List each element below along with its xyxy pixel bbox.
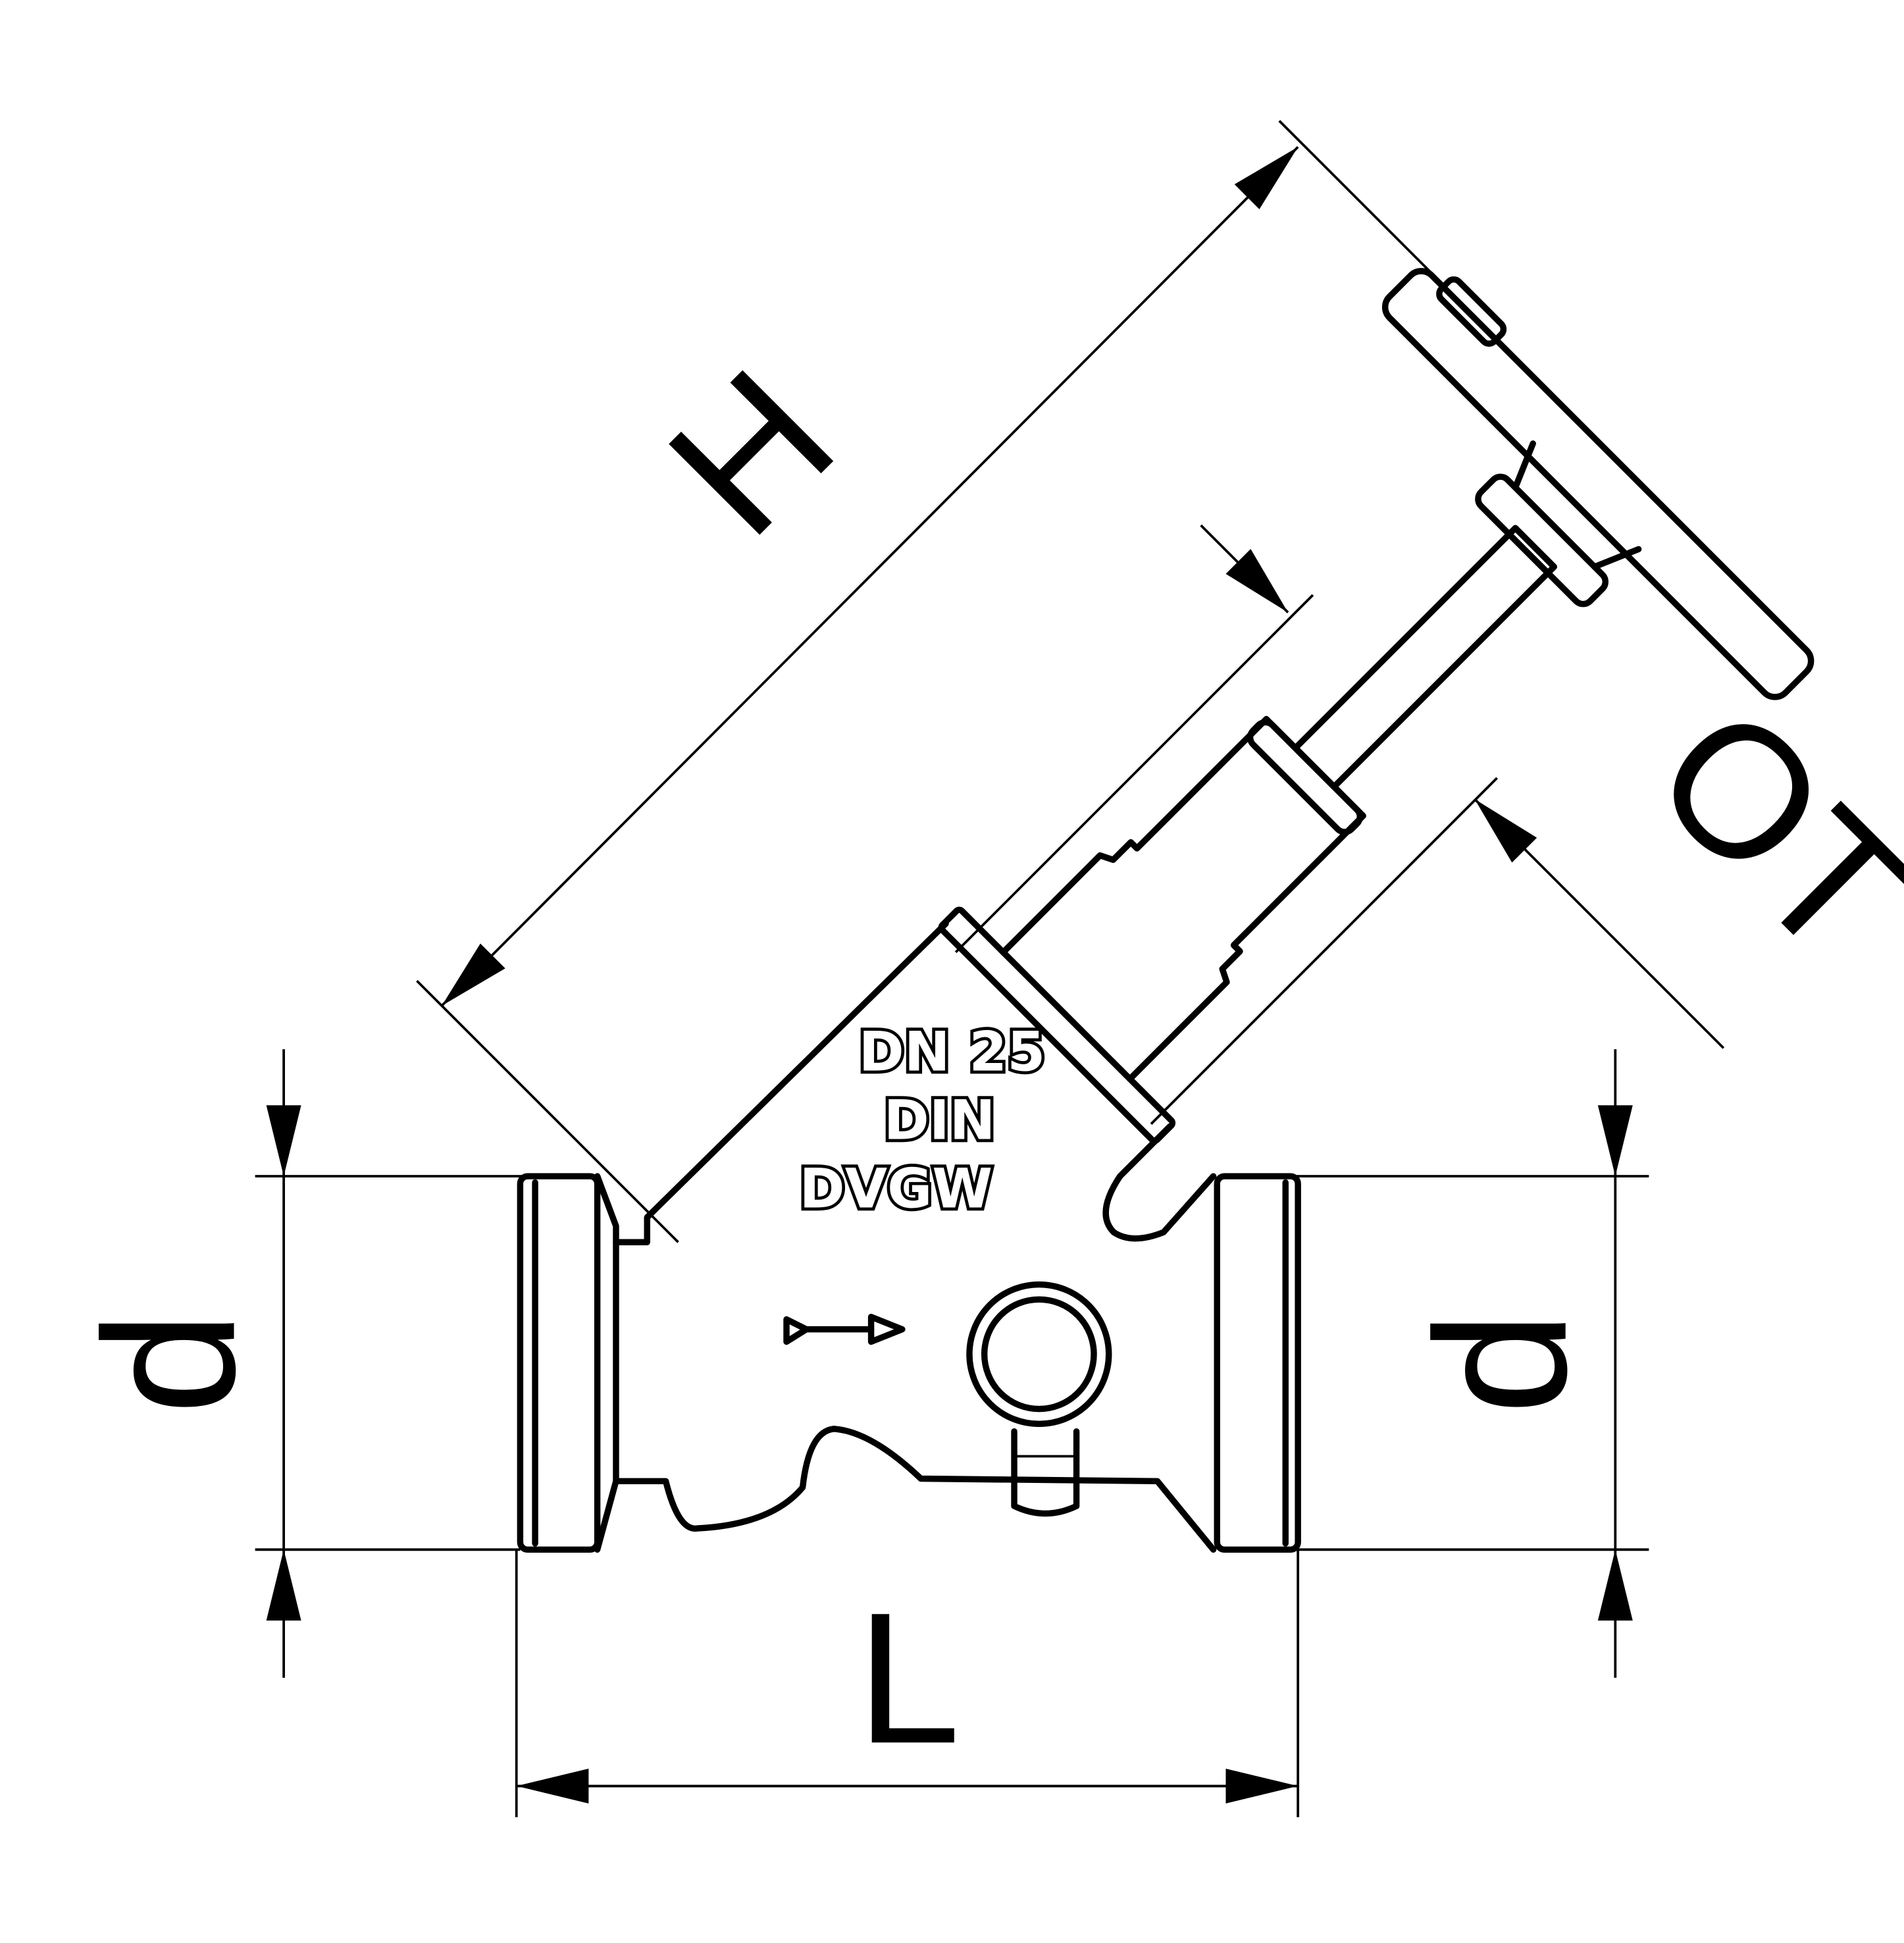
stem-collar	[1475, 473, 1609, 608]
length-dimension: L	[515, 1549, 1300, 1817]
handwheel	[1381, 268, 1814, 700]
right-d-dimension: d	[1294, 1049, 1649, 1678]
right-pipe-end	[1214, 1173, 1301, 1553]
left-d-dimension: d	[65, 1049, 598, 1678]
body-marking: DN 25 DIN DVGW	[796, 1017, 1048, 1224]
arrow-icon	[266, 1549, 301, 1621]
bonnet-assembly	[938, 268, 1814, 1144]
length-label: L	[856, 1574, 960, 1782]
height-label: H	[630, 331, 873, 574]
ot-label: OT	[1616, 667, 1904, 998]
test-port	[966, 1281, 1112, 1428]
arrow-icon	[1474, 799, 1537, 863]
arrow-icon	[442, 943, 505, 1006]
arrow-icon	[1234, 147, 1299, 209]
arrow-icon	[266, 1105, 301, 1177]
marking-dn: DN 25	[859, 1020, 1045, 1083]
arrow-icon	[516, 1769, 589, 1804]
arrow-icon	[1597, 1105, 1633, 1177]
marking-dvgw: DVGW	[800, 1156, 992, 1220]
left-pipe-end	[517, 1173, 601, 1553]
bonnet-flange	[938, 906, 1176, 1144]
marking-din: DIN	[884, 1088, 996, 1152]
right-d-label: d	[1397, 1311, 1606, 1415]
arrow-icon	[1597, 1549, 1633, 1621]
arrow-icon	[1225, 1769, 1299, 1804]
stem	[1292, 525, 1558, 790]
left-d-label: d	[65, 1311, 274, 1415]
arrow-icon	[1225, 549, 1289, 613]
flow-direction-arrow-icon	[783, 1313, 906, 1345]
valve-body	[517, 920, 1301, 1553]
